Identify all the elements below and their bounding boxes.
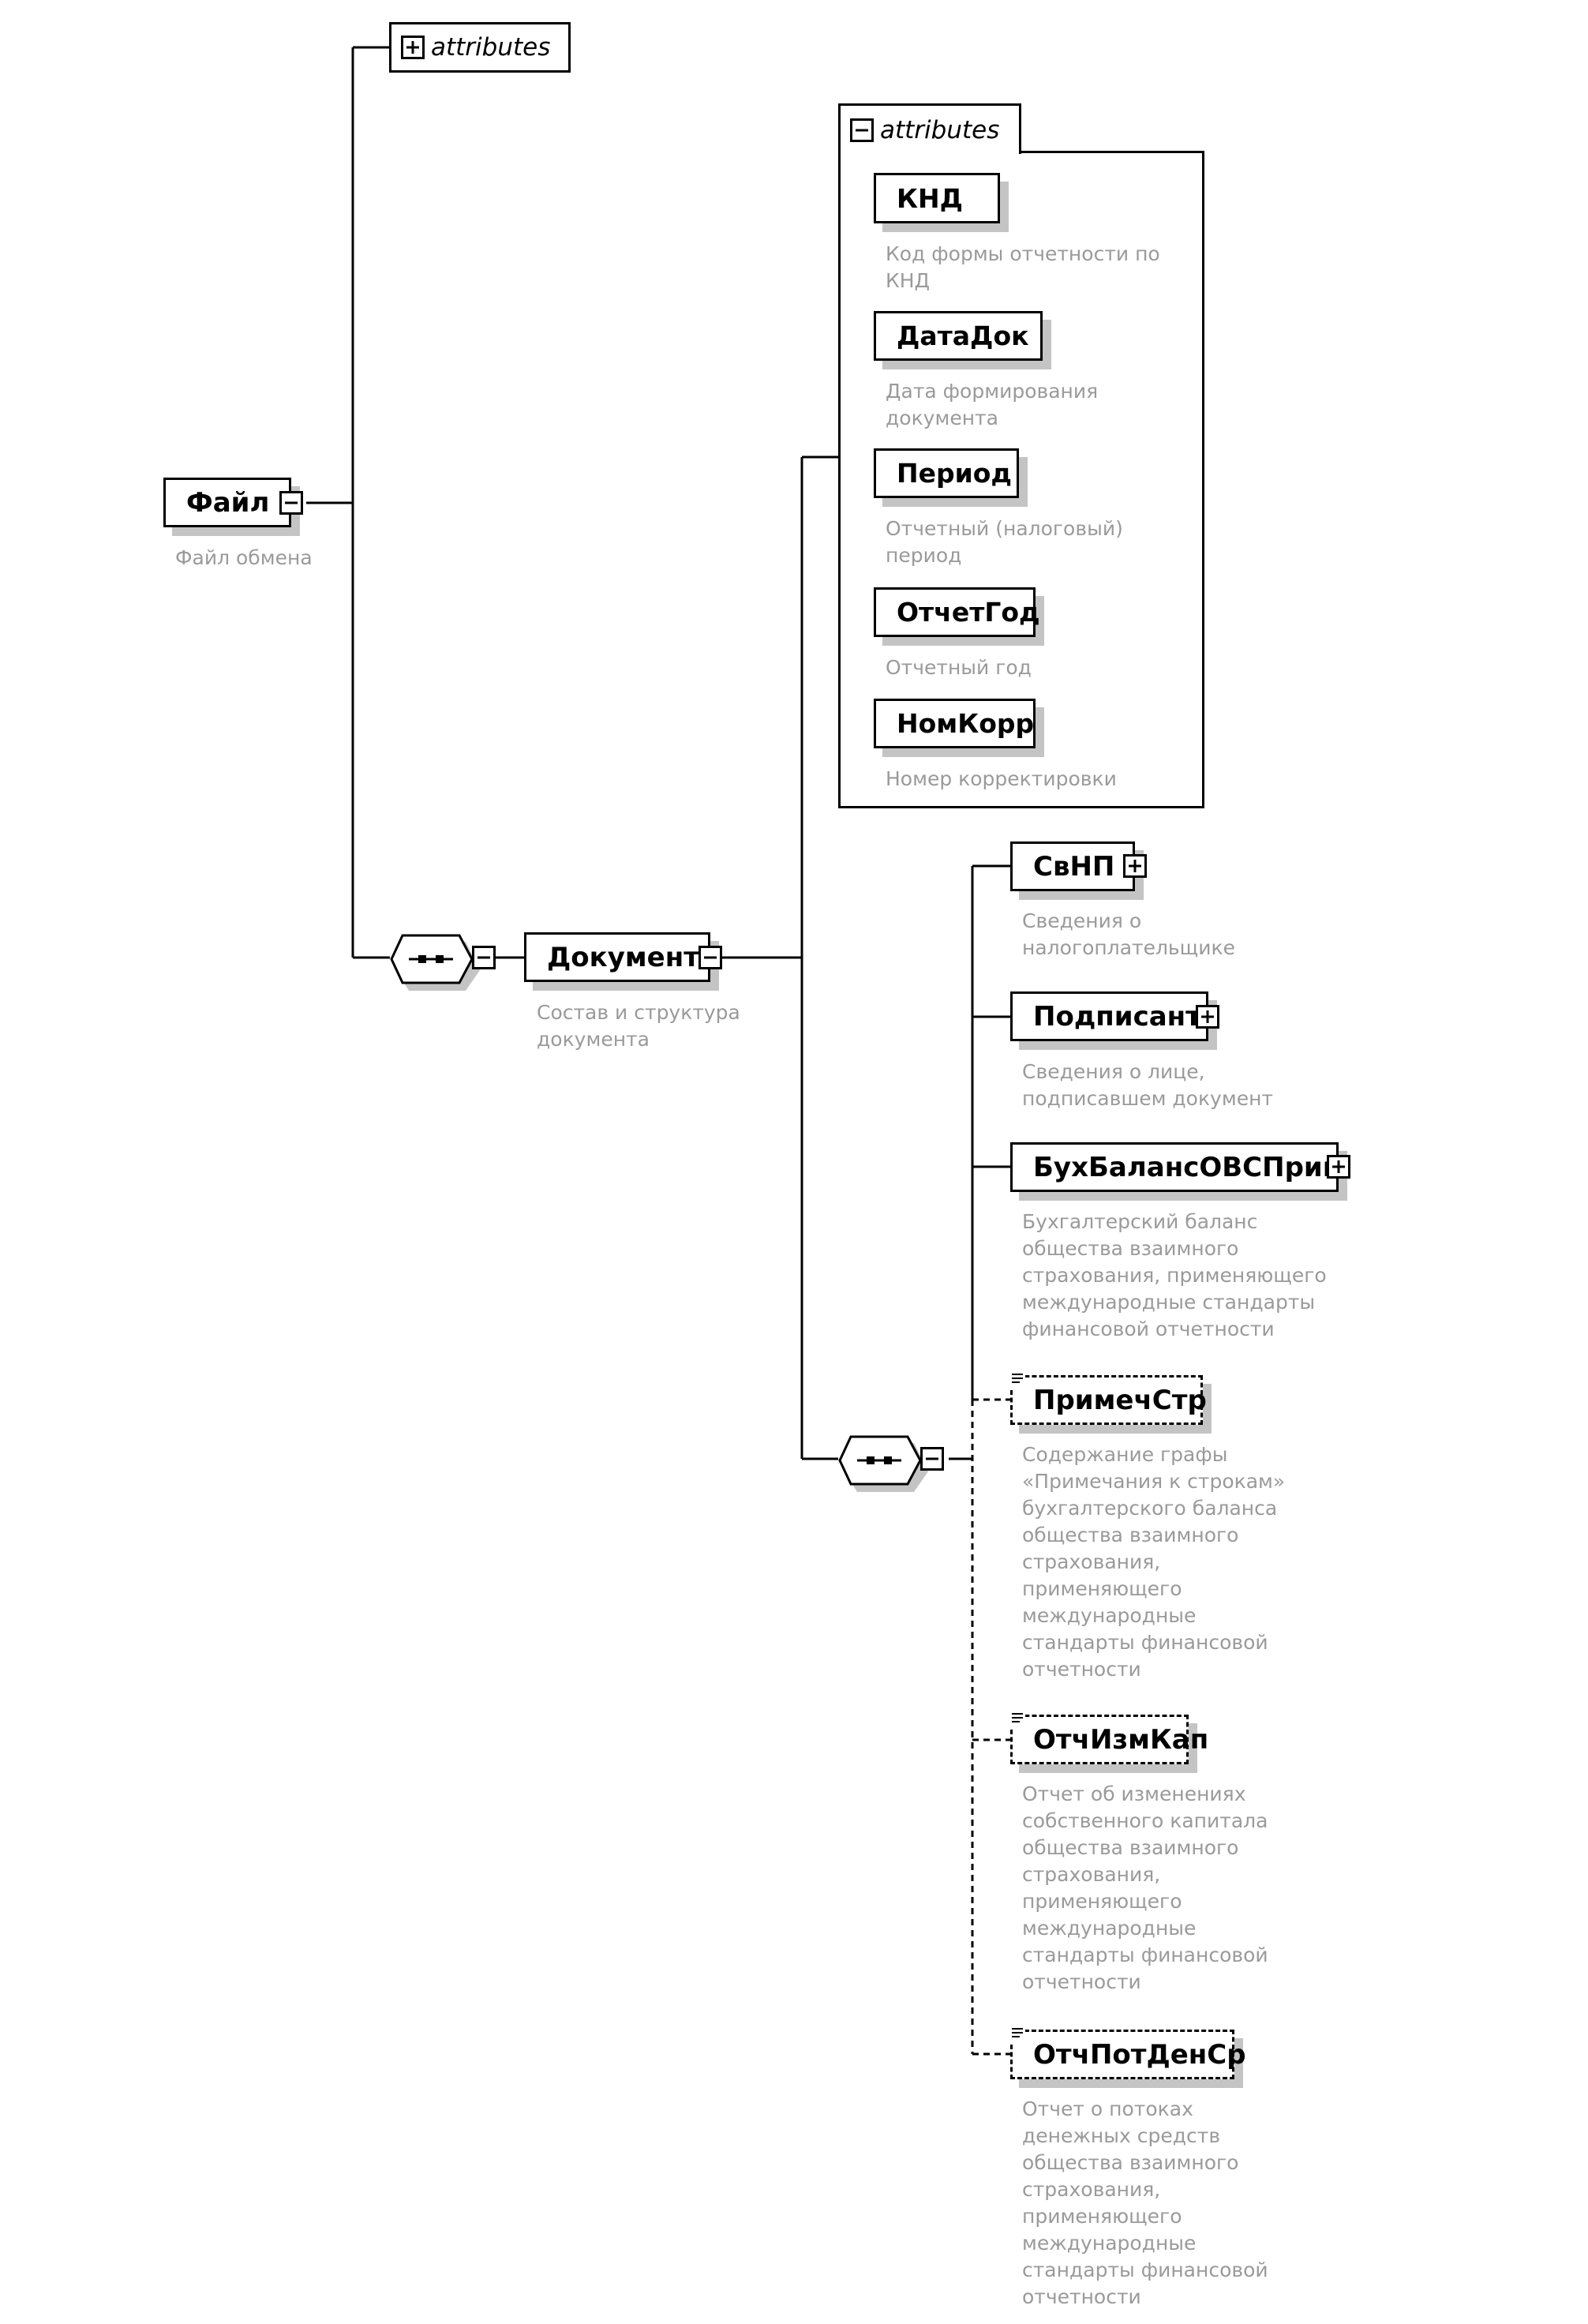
attribute-period[interactable]: Период — [874, 448, 1019, 498]
child-element-name: ПримечСтр — [1033, 1384, 1207, 1416]
attribute-description: Отчетный год — [886, 656, 1032, 679]
child-element-name: СвНП — [1033, 850, 1115, 883]
expand-icon[interactable] — [1123, 854, 1147, 878]
child-element-name: ОтчПотДенСр — [1033, 2038, 1246, 2071]
attribute-description: Номер корректировки — [886, 767, 1117, 790]
document-attributes-panel: attributes — [838, 103, 1204, 808]
document-attributes-tab[interactable]: attributes — [838, 103, 1021, 154]
child-element-buhbalans[interactable]: БухБалансОВСПрим — [1010, 1142, 1345, 1192]
child-element-podpisant[interactable]: Подписант — [1010, 991, 1208, 1041]
document-element-description: Состав и структура документа — [537, 1001, 740, 1051]
document-attributes-label: attributes — [880, 115, 1000, 144]
attribute-name: Период — [897, 458, 1013, 489]
child-element-description: Отчет об изменениях собственного капитал… — [1022, 1782, 1268, 1993]
text-content-icon — [1009, 1371, 1025, 1389]
root-element[interactable]: Файл — [163, 478, 291, 527]
attribute-otchetgod[interactable]: ОтчетГод — [874, 587, 1040, 637]
root-element-description: Файл обмена — [175, 546, 313, 569]
child-element-description: Сведения о налогоплательщике — [1022, 909, 1235, 959]
attribute-knd[interactable]: КНД — [874, 173, 1000, 223]
sequence-compositor-icon[interactable] — [390, 934, 500, 992]
attribute-description: Код формы отчетности по КНД — [886, 242, 1160, 292]
document-attributes-body — [838, 151, 1204, 808]
attribute-name: НомКорр — [897, 708, 1035, 739]
expand-icon[interactable] — [1327, 1155, 1350, 1179]
root-attributes-group[interactable]: attributes — [389, 22, 571, 73]
collapse-icon[interactable] — [279, 491, 303, 515]
child-element-otchpotdensr[interactable]: ОтчПотДенСр — [1010, 2030, 1246, 2079]
child-element-otchizmkap[interactable]: ОтчИзмКап — [1010, 1715, 1208, 1764]
collapse-icon[interactable] — [472, 946, 496, 969]
attribute-name: ОтчетГод — [897, 597, 1040, 628]
root-attributes-label: attributes — [431, 33, 551, 62]
child-element-name: БухБалансОВСПрим — [1033, 1151, 1345, 1183]
attribute-datadok[interactable]: ДатаДок — [874, 311, 1043, 361]
child-element-name: ОтчИзмКап — [1033, 1723, 1209, 1756]
collapse-icon[interactable] — [920, 1447, 944, 1471]
child-element-svnp[interactable]: СвНП — [1010, 842, 1135, 891]
root-element-name: Файл — [186, 486, 270, 519]
panel-border — [1019, 151, 1204, 153]
attribute-nomkorr[interactable]: НомКорр — [874, 699, 1036, 748]
collapse-icon[interactable] — [850, 118, 874, 142]
attribute-name: ДатаДок — [897, 320, 1029, 351]
text-content-icon — [1009, 2026, 1025, 2043]
document-element-name: Документ — [547, 941, 699, 973]
expand-icon[interactable] — [401, 36, 425, 59]
document-element[interactable]: Документ — [524, 932, 710, 982]
attribute-description: Дата формирования документа — [886, 380, 1099, 429]
collapse-icon[interactable] — [698, 946, 722, 969]
child-element-description: Бухгалтерский баланс общества взаимного … — [1022, 1210, 1327, 1340]
child-element-name: Подписант — [1033, 1000, 1201, 1033]
child-element-primechstr[interactable]: ПримечСтр — [1010, 1375, 1207, 1425]
attribute-name: КНД — [897, 182, 963, 214]
expand-icon[interactable] — [1196, 1005, 1219, 1029]
child-element-description: Содержание графы «Примечания к строкам» … — [1022, 1443, 1286, 1681]
sequence-compositor-icon[interactable] — [838, 1435, 949, 1494]
text-content-icon — [1009, 1711, 1025, 1728]
child-element-description: Сведения о лице, подписавшем документ — [1022, 1060, 1274, 1110]
child-element-description: Отчет о потоках денежных средств обществ… — [1022, 2097, 1268, 2308]
attribute-description: Отчетный (налоговый) период — [886, 517, 1123, 567]
